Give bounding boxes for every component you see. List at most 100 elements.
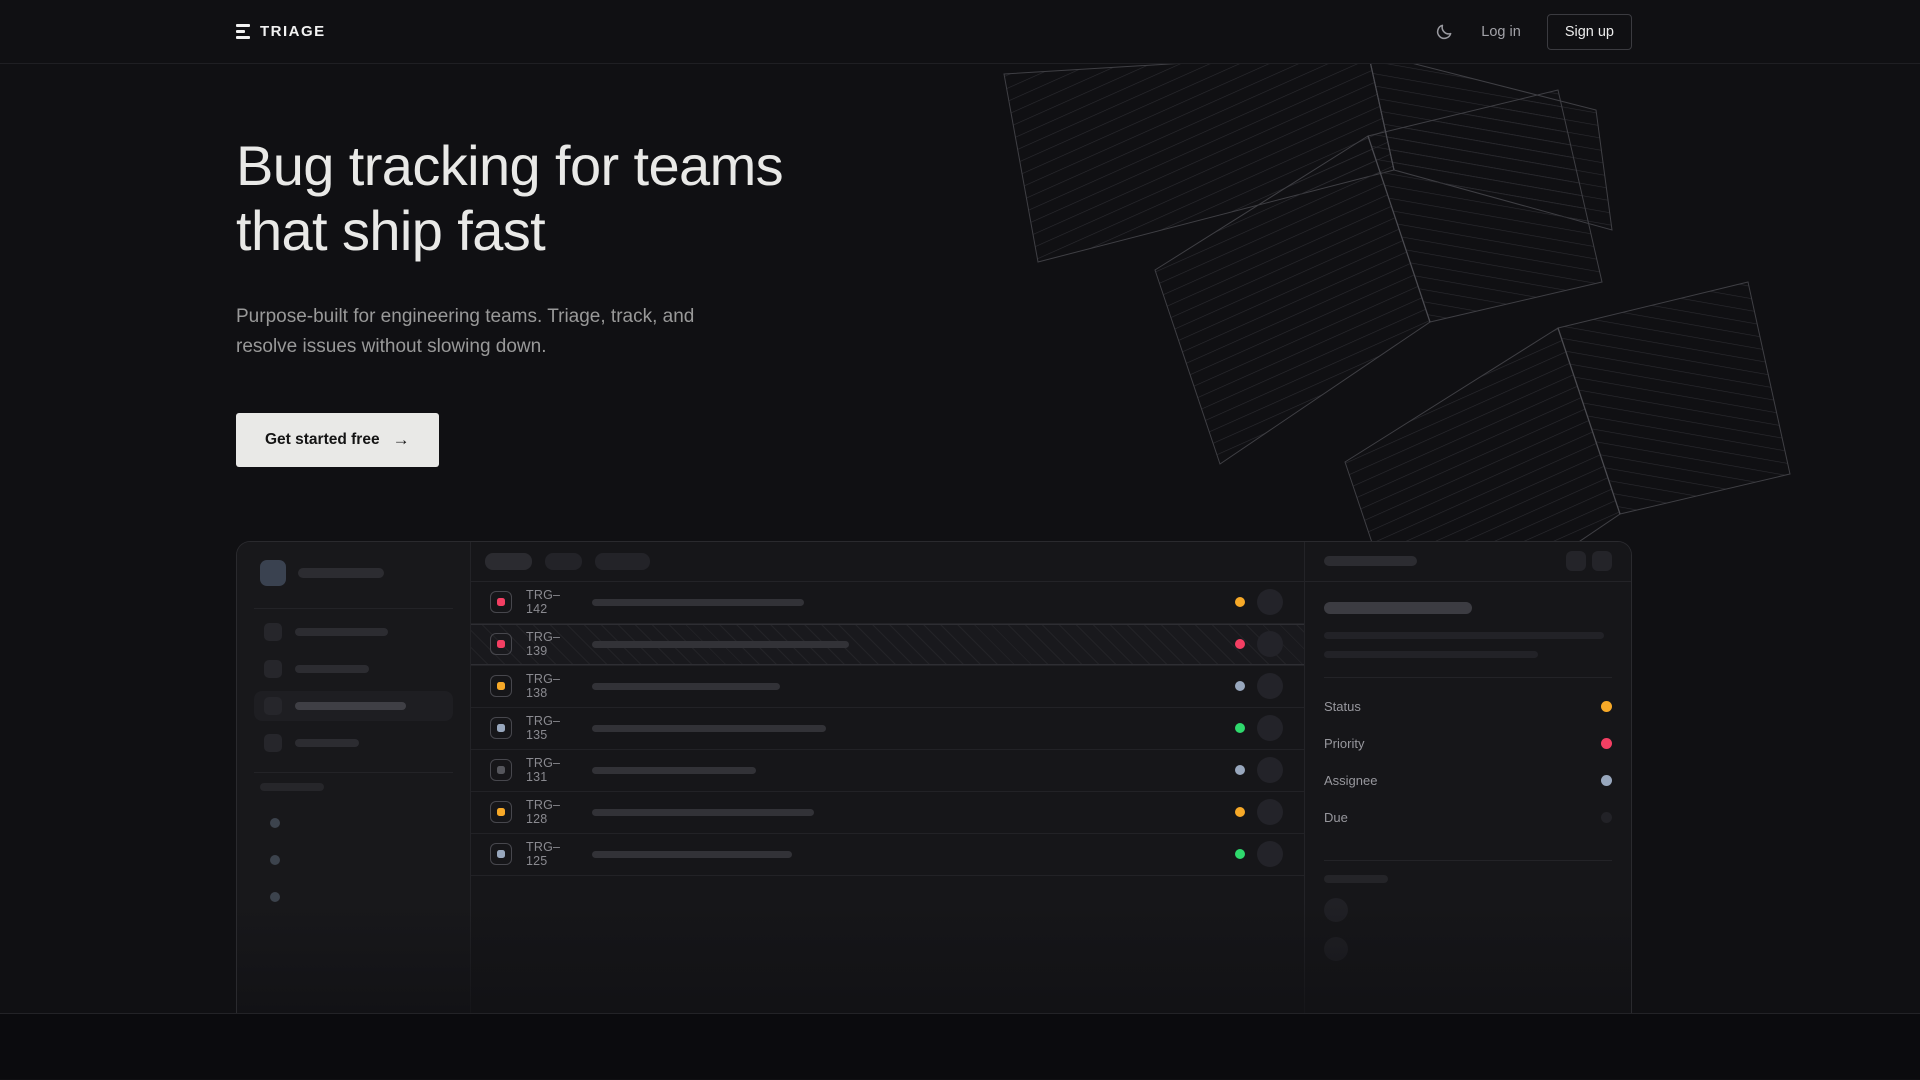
brand-name: TRIAGE	[260, 23, 326, 40]
description-skeleton	[1324, 631, 1604, 639]
top-navigation: TRIAGE Log in Sign up	[0, 0, 1920, 64]
sidebar-item-icon	[264, 733, 282, 752]
sidebar-item-skeleton	[295, 738, 359, 747]
next-section	[0, 1014, 1920, 1079]
status-dot	[1235, 765, 1245, 776]
issue-title-skeleton	[592, 766, 756, 774]
issue-row[interactable]: TRG–135	[471, 708, 1304, 750]
issue-row[interactable]: TRG–128	[471, 792, 1304, 834]
property-value-dot	[1601, 774, 1612, 786]
issue-type-icon	[490, 717, 512, 740]
issue-title-skeleton	[592, 640, 849, 648]
workspace-name-skeleton	[298, 567, 384, 578]
issue-row[interactable]: TRG–131	[471, 750, 1304, 792]
description-skeleton	[1324, 650, 1538, 658]
assignee-avatar	[1257, 757, 1283, 784]
mockup-sidebar	[237, 541, 471, 1013]
issue-type-icon	[490, 801, 512, 824]
status-dot	[1235, 849, 1245, 860]
issue-row[interactable]: TRG–142	[471, 582, 1304, 624]
issue-title-skeleton	[592, 724, 826, 732]
sidebar-divider	[254, 607, 453, 609]
issue-title-skeleton	[592, 808, 814, 816]
panel-divider	[1324, 676, 1612, 678]
sidebar-dot	[270, 817, 280, 828]
panel-action-button[interactable]	[1592, 551, 1612, 572]
issue-title-skeleton	[592, 682, 780, 690]
list-tab-skeleton[interactable]	[545, 552, 582, 570]
activity-label-skeleton	[1324, 874, 1388, 883]
comment-avatar	[1324, 897, 1348, 922]
assignee-avatar	[1257, 631, 1283, 658]
login-link[interactable]: Log in	[1481, 23, 1521, 40]
arrow-right-icon: →	[392, 429, 410, 449]
property-label: Status	[1324, 698, 1361, 714]
issue-type-icon	[490, 633, 512, 656]
issue-list: TRG–142 TRG–139 TRG–138 TRG–135 TRG–	[471, 541, 1305, 1013]
sidebar-item-icon	[264, 622, 282, 641]
property-value-dot	[1601, 737, 1612, 749]
sidebar-item-icon	[264, 659, 282, 678]
issue-id: TRG–142	[526, 588, 561, 617]
issue-type-icon	[490, 843, 512, 866]
property-row-priority[interactable]: Priority	[1324, 725, 1612, 762]
sidebar-item[interactable]	[254, 617, 453, 647]
hero-subtitle: Purpose-built for engineering teams. Tri…	[236, 305, 695, 358]
issue-row[interactable]: TRG–125	[471, 834, 1304, 876]
panel-divider	[1324, 859, 1612, 861]
issue-title-skeleton	[1324, 601, 1472, 614]
issue-row[interactable]: TRG–139	[471, 623, 1304, 666]
issue-title-skeleton	[592, 850, 792, 858]
sidebar-item[interactable]	[254, 728, 453, 758]
assignee-avatar	[1257, 589, 1283, 616]
panel-header-skeleton	[1324, 556, 1417, 567]
issue-id: TRG–139	[526, 630, 561, 659]
detail-panel-header	[1305, 542, 1631, 582]
assignee-avatar	[1257, 841, 1283, 868]
sidebar-item[interactable]	[254, 654, 453, 684]
workspace-avatar	[260, 559, 286, 586]
issue-type-icon	[490, 591, 512, 614]
property-label: Assignee	[1324, 772, 1378, 788]
panel-action-button[interactable]	[1566, 551, 1586, 572]
assignee-avatar	[1257, 799, 1283, 826]
issue-title-skeleton	[592, 598, 804, 606]
theme-toggle-moon-icon[interactable]	[1435, 22, 1455, 42]
signup-button[interactable]: Sign up	[1546, 13, 1632, 50]
list-tab-skeleton[interactable]	[595, 552, 650, 570]
brand[interactable]: TRIAGE	[236, 23, 326, 40]
status-dot	[1235, 597, 1245, 608]
hero-title: Bug tracking for teams that ship fast	[236, 134, 784, 262]
sidebar-divider	[254, 771, 453, 773]
assignee-avatar	[1257, 673, 1283, 700]
property-label: Priority	[1324, 735, 1365, 751]
app-preview-card: TRG–142 TRG–139 TRG–138 TRG–135 TRG–	[236, 540, 1632, 1013]
property-value-dot	[1601, 811, 1612, 823]
triage-logo-icon	[236, 24, 250, 39]
issue-type-icon	[490, 675, 512, 698]
sidebar-item[interactable]	[254, 690, 453, 721]
status-dot	[1235, 681, 1245, 692]
sidebar-section-skeleton	[260, 782, 324, 791]
status-dot	[1235, 639, 1245, 650]
property-row-due[interactable]: Due	[1324, 799, 1612, 836]
status-dot	[1235, 807, 1245, 818]
get-started-button[interactable]: Get started free →	[236, 412, 439, 467]
issue-list-tabs	[471, 542, 1304, 582]
issue-id: TRG–128	[526, 798, 561, 827]
issue-list-body: TRG–142 TRG–139 TRG–138 TRG–135 TRG–	[471, 582, 1304, 876]
issue-id: TRG–131	[526, 756, 561, 785]
workspace-switcher[interactable]	[254, 556, 453, 600]
property-row-assignee[interactable]: Assignee	[1324, 762, 1612, 799]
issue-id: TRG–125	[526, 840, 561, 869]
property-row-status[interactable]: Status	[1324, 688, 1612, 725]
hero-section: Bug tracking for teams that ship fast Pu…	[0, 64, 1920, 1014]
issue-id: TRG–135	[526, 714, 561, 743]
list-tab-skeleton[interactable]	[485, 552, 532, 570]
sidebar-item-icon	[264, 696, 282, 715]
issue-row[interactable]: TRG–138	[471, 666, 1304, 708]
sidebar-dot	[270, 854, 280, 865]
issue-id: TRG–138	[526, 672, 561, 701]
assignee-avatar	[1257, 715, 1283, 742]
